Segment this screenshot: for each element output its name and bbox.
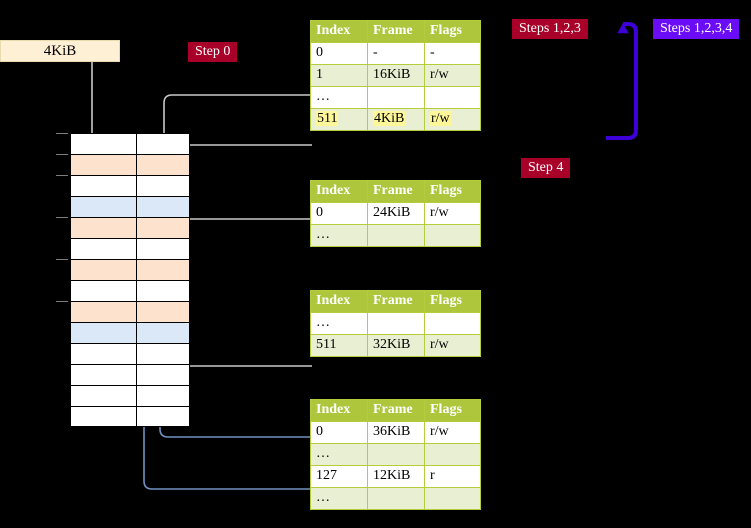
- table-cell-flags: [424, 312, 481, 335]
- memory-frame-tick: [56, 133, 68, 134]
- badge-step-4-label: Step 4: [528, 160, 564, 175]
- badge-steps-1234-label: Steps 1,2,3,4: [660, 21, 733, 36]
- memory-frame-row: [70, 154, 190, 175]
- badge-step-0: Step 0: [188, 42, 238, 62]
- table-cell-flags: r: [424, 465, 481, 488]
- memory-frame-row: [70, 133, 190, 154]
- memory-grid: [56, 133, 190, 428]
- table-cell-frame: 16KiB: [367, 64, 425, 87]
- memory-frame-row: [70, 259, 190, 280]
- table-cell-flags: r/w: [424, 421, 481, 444]
- table-cell-frame: 12KiB: [367, 465, 425, 488]
- memory-frame-row: [70, 343, 190, 364]
- memory-frame-tick: [56, 217, 68, 218]
- badge-steps-1234: Steps 1,2,3,4: [653, 19, 740, 39]
- memory-frame-row: [70, 301, 190, 322]
- table-cell-frame: [367, 86, 425, 109]
- column-header-frame: Frame: [367, 180, 425, 203]
- table-cell-index: 127: [310, 465, 368, 488]
- memory-frame-row: [70, 238, 190, 259]
- table-cell-flags: r/w: [424, 334, 481, 357]
- badge-steps-123: Steps 1,2,3: [512, 19, 588, 39]
- badge-step-4: Step 4: [521, 158, 571, 178]
- memory-frame-tick: [56, 154, 68, 155]
- memory-frame-row: [70, 406, 190, 427]
- table-cell-index: …: [310, 86, 368, 109]
- column-header-index: Index: [310, 180, 368, 203]
- table-row: …: [310, 487, 481, 510]
- memory-frame-row: [70, 217, 190, 238]
- table-cell-frame: 4KiB: [367, 108, 425, 131]
- column-header-flags: Flags: [424, 399, 481, 422]
- table-cell-frame: 36KiB: [367, 421, 425, 444]
- table-cell-flags: [424, 224, 481, 247]
- table-cell-index: …: [310, 224, 368, 247]
- table-cell-index: 0: [310, 202, 368, 225]
- table-cell-index: 511: [310, 108, 368, 131]
- badge-step-0-label: Step 0: [195, 44, 231, 59]
- memory-frame-row: [70, 385, 190, 406]
- table-cell-index: 1: [310, 64, 368, 87]
- table-cell-frame: [367, 487, 425, 510]
- table-cell-index: …: [310, 312, 368, 335]
- table-cell-flags: [424, 443, 481, 466]
- table-cell-flags: -: [424, 42, 481, 65]
- memory-frame-row: [70, 175, 190, 196]
- table-cell-flags: r/w: [424, 108, 481, 131]
- column-header-index: Index: [310, 20, 368, 43]
- table-cell-flags: [424, 86, 481, 109]
- table-cell-flags: [424, 487, 481, 510]
- column-header-index: Index: [310, 290, 368, 313]
- table-cell-index: …: [310, 487, 368, 510]
- column-header-frame: Frame: [367, 20, 425, 43]
- kib-size-label: 4KiB: [43, 43, 77, 59]
- memory-frame-row: [70, 280, 190, 301]
- table-cell-frame: 24KiB: [367, 202, 425, 225]
- column-header-flags: Flags: [424, 290, 481, 313]
- table-cell-index: …: [310, 443, 368, 466]
- table-cell-frame: [367, 443, 425, 466]
- table-row: …: [310, 224, 481, 247]
- memory-frame-tick: [56, 259, 68, 260]
- table-row: …: [310, 443, 481, 466]
- table-cell-index: 0: [310, 42, 368, 65]
- column-header-frame: Frame: [367, 290, 425, 313]
- table-cell-frame: 32KiB: [367, 334, 425, 357]
- column-header-flags: Flags: [424, 180, 481, 203]
- table-cell-index: 511: [310, 334, 368, 357]
- table-cell-flags: r/w: [424, 202, 481, 225]
- badge-steps-123-label: Steps 1,2,3: [519, 21, 581, 36]
- table-row: …: [310, 312, 481, 335]
- table-cell-frame: [367, 224, 425, 247]
- table-cell-flags: r/w: [424, 64, 481, 87]
- column-header-flags: Flags: [424, 20, 481, 43]
- column-header-index: Index: [310, 399, 368, 422]
- table-row: 0--: [310, 42, 481, 65]
- memory-frame-row: [70, 322, 190, 343]
- column-header-frame: Frame: [367, 399, 425, 422]
- memory-frame-row: [70, 364, 190, 385]
- table-cell-frame: -: [367, 42, 425, 65]
- memory-frame-row: [70, 196, 190, 217]
- table-cell-index: 0: [310, 421, 368, 444]
- connector-table2-row511-to-memory: [168, 312, 312, 367]
- kib-size-box: 4KiB: [0, 40, 120, 62]
- memory-frame-tick: [56, 175, 68, 176]
- memory-grid-divider: [136, 133, 137, 427]
- memory-frame-tick: [56, 301, 68, 302]
- table-row: …: [310, 86, 481, 109]
- table-cell-frame: [367, 312, 425, 335]
- steps-bracket-arrow: [606, 22, 638, 140]
